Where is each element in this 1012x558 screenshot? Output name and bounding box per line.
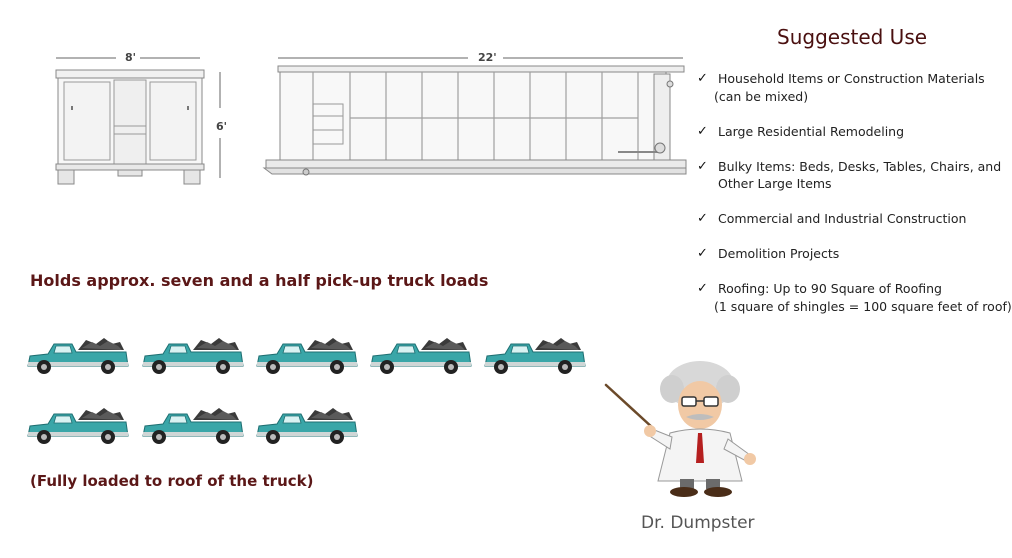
truck-icon bbox=[484, 337, 586, 375]
capacity-heading: Holds approx. seven and a half pick-up t… bbox=[30, 271, 489, 290]
checkmark-icon: ✓ bbox=[697, 211, 708, 226]
suggested-use-title: Suggested Use bbox=[777, 25, 928, 49]
checkmark-icon: ✓ bbox=[697, 159, 708, 174]
truck-icon bbox=[256, 337, 358, 375]
dumpster-end-view bbox=[55, 57, 221, 185]
truck-note: (Fully loaded to roof of the truck) bbox=[30, 472, 314, 490]
suggested-use-list: ✓ Household Items or Construction Materi… bbox=[697, 71, 1012, 314]
checkmark-icon: ✓ bbox=[697, 124, 708, 139]
width-dimension-label: 8' bbox=[125, 51, 137, 64]
mascot-label: Dr. Dumpster bbox=[641, 513, 755, 533]
checkmark-icon: ✓ bbox=[697, 246, 708, 261]
length-dimension-label: 22' bbox=[478, 51, 497, 64]
dumpster-side-view bbox=[262, 57, 687, 176]
dr-dumpster-mascot bbox=[604, 361, 756, 497]
truck-icon bbox=[142, 337, 244, 375]
height-dimension-label: 6' bbox=[216, 120, 228, 133]
truck-icon bbox=[370, 337, 472, 375]
truck-icon bbox=[27, 337, 129, 375]
truck-icon bbox=[27, 407, 129, 445]
half-truck-icon bbox=[256, 407, 358, 445]
checkmark-icon: ✓ bbox=[697, 281, 708, 296]
truck-icon bbox=[142, 407, 244, 445]
checkmark-icon: ✓ bbox=[697, 71, 708, 86]
